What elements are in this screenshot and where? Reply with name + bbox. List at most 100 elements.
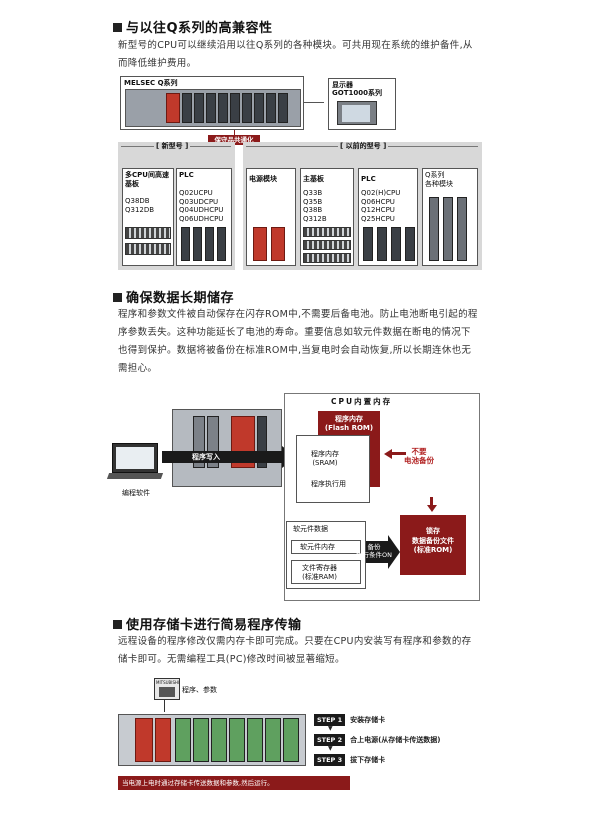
arrow-down <box>427 505 437 512</box>
module <box>194 93 204 123</box>
melsec-plc-image <box>125 89 301 127</box>
plc-image <box>172 409 282 487</box>
base-box: 主基板 Q33B Q35B Q38B Q312B <box>300 168 354 266</box>
step-1: STEP 1 安装存储卡 <box>314 714 385 726</box>
section3-title-text: 使用存储卡进行简易程序传输 <box>126 618 302 633</box>
screen <box>342 105 370 122</box>
heading-square-icon <box>113 620 122 629</box>
line <box>234 130 235 135</box>
footer-note: 当电源上电时通过存储卡传送数据和参数,然后运行。 <box>118 776 350 790</box>
module <box>377 227 387 261</box>
section1-body: 新型号的CPU可以继续沿用以往Q系列的各种模块。可共用现在系统的维护备件,从而降… <box>118 40 473 69</box>
sram-box: 程序内存 (SRAM) 程序执行用 <box>296 435 370 503</box>
base-models: Q33B Q35B Q38B Q312B <box>303 189 327 223</box>
module <box>193 718 209 762</box>
device-memory-label: 软元件内存 <box>300 543 335 551</box>
arrow-line <box>392 452 406 455</box>
power-module <box>135 718 153 762</box>
step-3-text: 拔下存储卡 <box>350 756 386 764</box>
cpu-memory-title: CPU内置内存 <box>331 397 393 406</box>
module <box>257 416 267 468</box>
section2-title-text: 确保数据长期储存 <box>126 291 235 306</box>
base-strip <box>303 253 351 263</box>
module <box>182 93 192 123</box>
module <box>265 718 281 762</box>
power-title: 电源模块 <box>249 175 277 183</box>
module <box>247 718 263 762</box>
display-image <box>337 101 377 125</box>
plc-old-models: Q02(H)CPU Q06HCPU Q12HCPU Q25HCPU <box>361 189 401 223</box>
compatibility-diagram: MELSEC Q系列 显示器 GOT1000系列 保守品共通化 [ 新型号 ] … <box>118 74 482 270</box>
module <box>229 718 245 762</box>
plc-image <box>118 714 306 766</box>
section2-title: 确保数据长期储存 <box>113 287 234 306</box>
step-2-tag: STEP 2 <box>314 734 346 746</box>
module <box>278 93 288 123</box>
file-register-label: 文件寄存器 (标准RAM) <box>302 564 337 581</box>
backup-file-label: 锁存 数据备份文件 (标准ROM) <box>412 527 454 554</box>
backup-arrow <box>366 541 388 563</box>
device-data-label: 软元件数据 <box>293 525 328 533</box>
q-modules-box: Q系列 各种模块 <box>422 168 478 266</box>
module <box>175 718 191 762</box>
arrow-line <box>430 497 433 507</box>
plc-old-box: PLC Q02(H)CPU Q06HCPU Q12HCPU Q25HCPU <box>358 168 418 266</box>
cpu-module <box>155 718 171 762</box>
melsec-box: MELSEC Q系列 <box>120 76 304 130</box>
module <box>211 718 227 762</box>
section1-title: 与以往Q系列的高兼容性 <box>113 17 273 36</box>
multi-cpu-title: 多CPU间高速基板 <box>125 171 169 188</box>
new-models-label: [ 新型号 ] <box>154 142 191 151</box>
module <box>242 93 252 123</box>
power-module <box>253 227 267 261</box>
display-model: GOT1000系列 <box>332 89 382 97</box>
plc-old-title: PLC <box>361 175 376 183</box>
melsec-label: MELSEC Q系列 <box>124 79 178 87</box>
section1-title-text: 与以往Q系列的高兼容性 <box>126 21 273 36</box>
plc-new-box: PLC Q02UCPU Q03UDCPU Q04UDHCPU Q06UDHCPU <box>176 168 232 266</box>
laptop-icon <box>112 443 158 473</box>
module <box>218 93 228 123</box>
power-module-box: 电源模块 <box>246 168 296 266</box>
screen <box>116 447 154 469</box>
module <box>266 93 276 123</box>
step-1-tag: STEP 1 <box>314 714 346 726</box>
section2-body: 程序和参数文件被自动保存在闪存ROM中,不需要后备电池。防止电池断电引起的程序参… <box>118 309 478 374</box>
laptop-base <box>106 473 164 479</box>
no-battery-label: 不要 电池备份 <box>404 447 434 465</box>
module <box>443 197 453 261</box>
device-data-box: 软元件数据 软元件内存 文件寄存器 (标准RAM) <box>286 521 366 589</box>
module <box>217 227 226 261</box>
module <box>405 227 415 261</box>
module <box>205 227 214 261</box>
module <box>206 93 216 123</box>
memory-diagram: 编程软件 程序写入 CPU内置内存 程序内存 (Flash ROM) 程序内存 … <box>106 385 482 605</box>
shared-parts-badge: 保守品共通化 <box>208 135 260 145</box>
multi-cpu-models: Q38DB Q312DB <box>125 197 155 214</box>
step-arrow-icon: ▼ <box>328 745 333 752</box>
card-brand: MITSUBISHI <box>156 680 180 685</box>
step-3-tag: STEP 3 <box>314 754 346 766</box>
step-1-text: 安装存储卡 <box>350 716 386 724</box>
line <box>164 700 165 712</box>
module <box>391 227 401 261</box>
module <box>181 227 190 261</box>
module <box>193 227 202 261</box>
backup-file-box: 锁存 数据备份文件 (标准ROM) <box>400 515 466 575</box>
memory-card-icon: MITSUBISHI <box>154 678 180 700</box>
plc-new-models: Q02UCPU Q03UDCPU Q04UDHCPU Q06UDHCPU <box>179 189 224 223</box>
module <box>429 197 439 261</box>
step-arrow-icon: ▼ <box>328 725 333 732</box>
module <box>457 197 467 261</box>
base-board-image <box>125 243 171 255</box>
section3-body: 远程设备的程序修改仅需内存卡即可完成。只要在CPU内安装写有程序和参数的存储卡即… <box>118 636 472 665</box>
base-strip <box>303 240 351 250</box>
q-modules-title: Q系列 各种模块 <box>425 171 453 188</box>
software-label: 编程软件 <box>122 489 150 497</box>
connector-line <box>304 102 324 103</box>
step-3: STEP 3 拔下存储卡 <box>314 754 385 766</box>
backup-condition-label: 备份 执行条件ON <box>356 543 392 559</box>
arrow-left <box>384 449 392 459</box>
program-write-label: 程序写入 <box>192 453 220 461</box>
